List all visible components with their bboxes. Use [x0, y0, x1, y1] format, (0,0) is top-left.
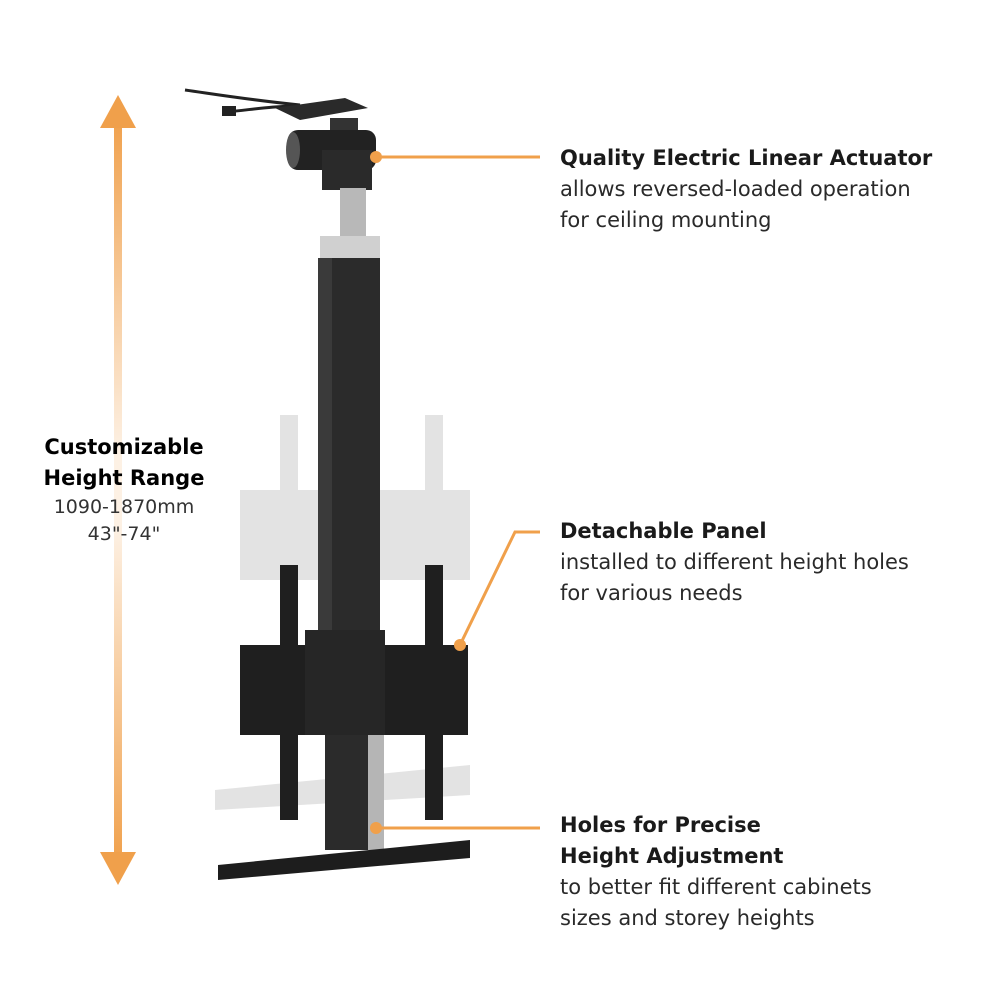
- callout-desc: for various needs: [560, 581, 743, 605]
- callout-height-holes: Holes for Precise Height Adjustment to b…: [560, 810, 872, 934]
- callout-title: Height Adjustment: [560, 844, 784, 868]
- leader-lines: [370, 151, 540, 834]
- callout-actuator: Quality Electric Linear Actuator allows …: [560, 143, 932, 236]
- callout-desc: installed to different height holes: [560, 550, 909, 574]
- callout-desc: sizes and storey heights: [560, 906, 815, 930]
- height-range-title-1: Customizable: [44, 435, 204, 459]
- callout-title: Quality Electric Linear Actuator: [560, 146, 933, 170]
- callout-title: Detachable Panel: [560, 519, 767, 543]
- height-arrow: [100, 95, 136, 885]
- detachable-panel: [240, 565, 468, 820]
- cable-and-ceiling-plate: [184, 88, 368, 120]
- height-range-mm: 1090-1870mm: [53, 496, 195, 518]
- callout-detachable-panel: Detachable Panel installed to different …: [560, 516, 909, 609]
- height-range-inches: 43"-74": [87, 523, 161, 545]
- base: [218, 840, 470, 880]
- height-range-title-2: Height Range: [43, 466, 205, 490]
- callout-desc: allows reversed-loaded operation: [560, 177, 911, 201]
- height-range-label: Customizable Height Range 1090-1870mm 43…: [10, 432, 238, 548]
- callout-title: Holes for Precise: [560, 813, 761, 837]
- callout-desc: for ceiling mounting: [560, 208, 772, 232]
- column: [318, 258, 384, 850]
- callout-desc: to better fit different cabinets: [560, 875, 872, 899]
- actuator: [286, 118, 380, 260]
